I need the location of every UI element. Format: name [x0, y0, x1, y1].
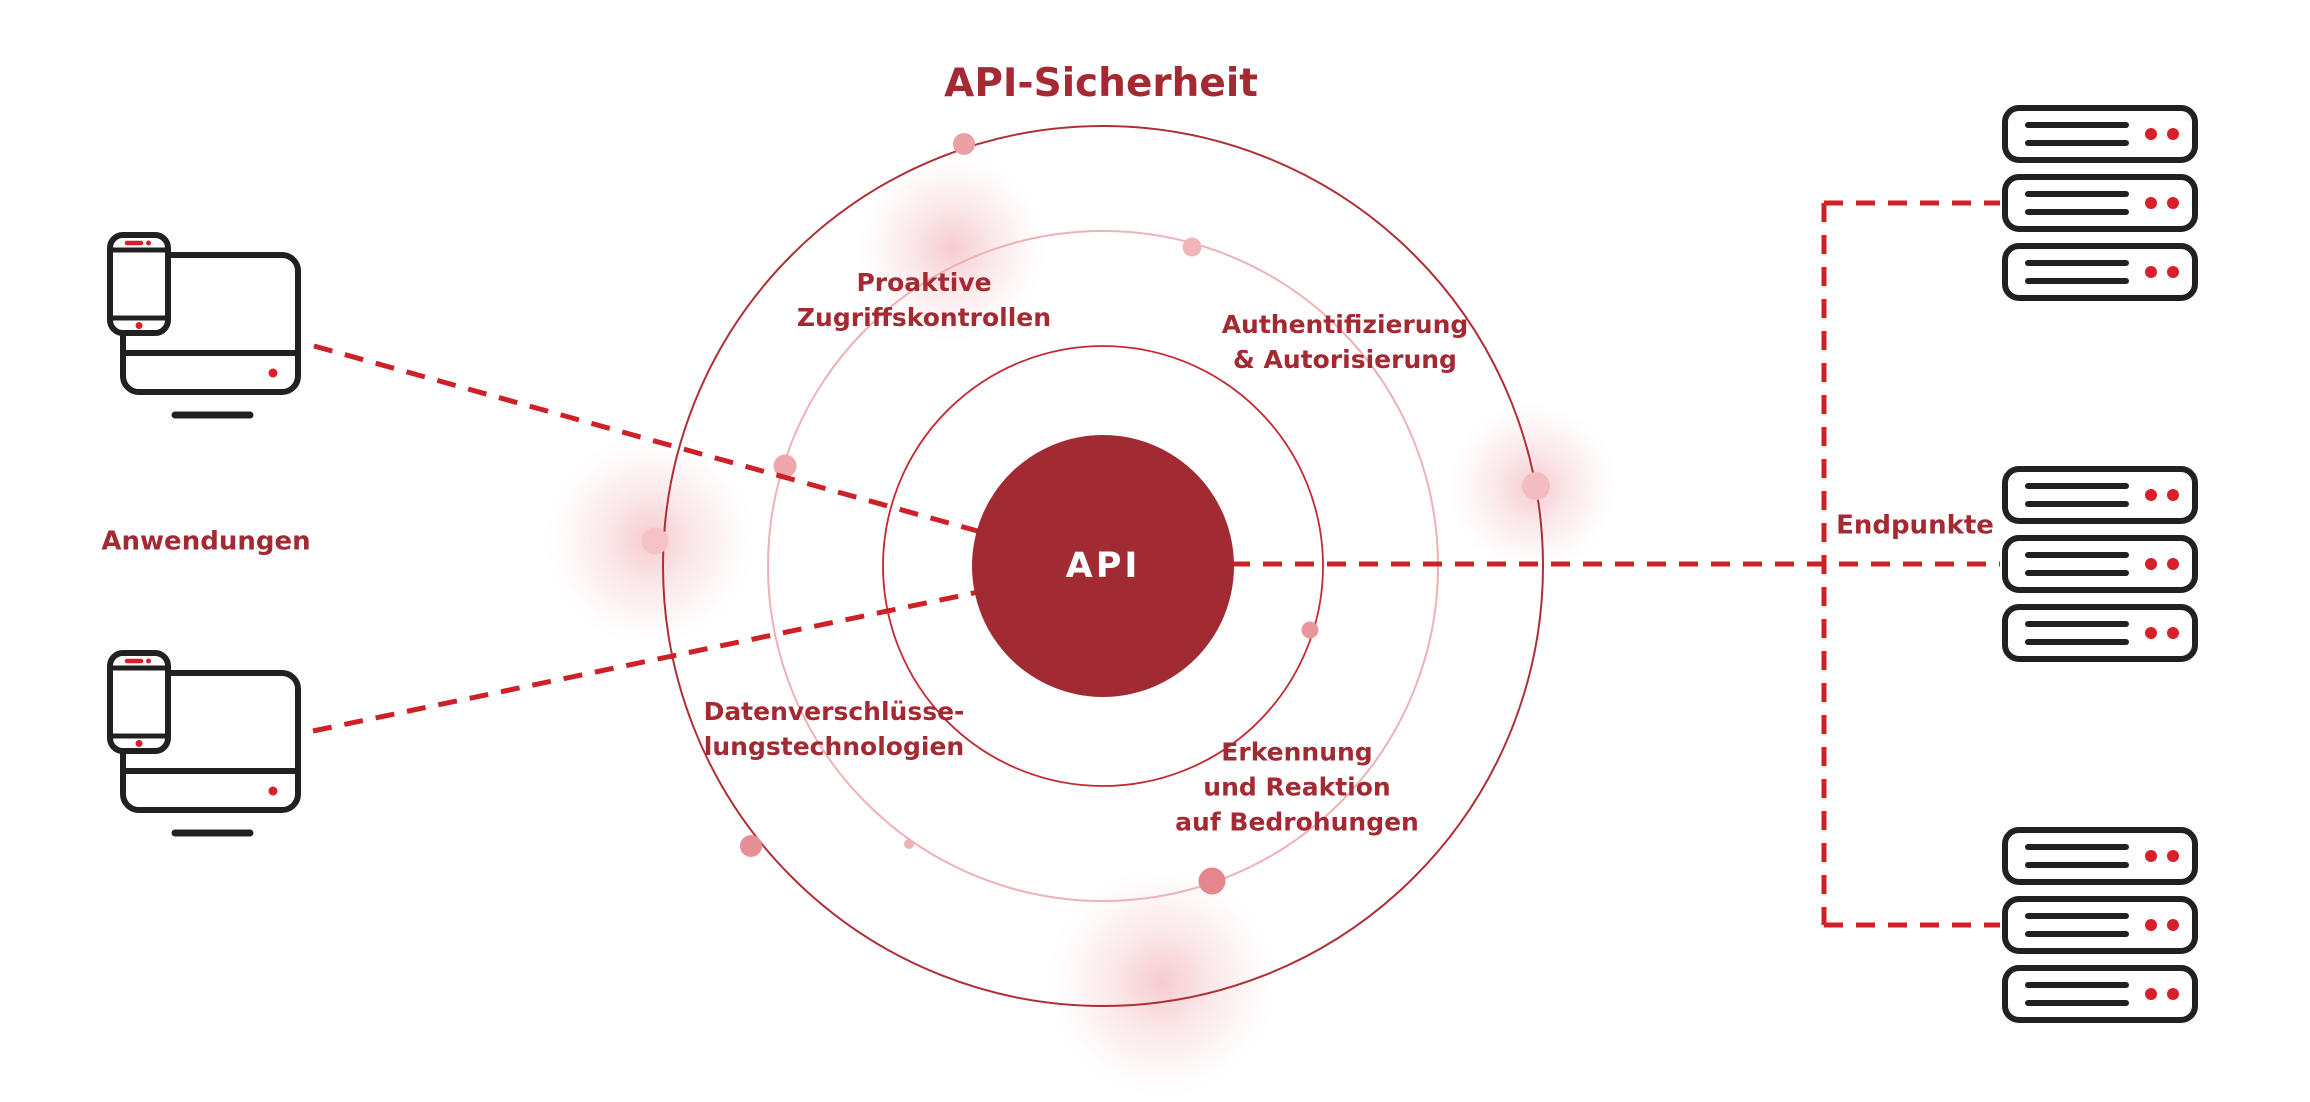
api-circle: [972, 435, 1234, 697]
glow-blob: [1047, 867, 1277, 1097]
ring-outer: [662, 125, 1544, 1007]
ring-dots: [641, 133, 1550, 895]
server-icon: [2005, 899, 2195, 951]
label-endpunkte: Endpunkte: [1836, 510, 1994, 541]
ring-inner: [882, 345, 1324, 787]
ring-dot: [904, 839, 914, 849]
server-icon: [2005, 469, 2195, 521]
server-icon: [2005, 968, 2195, 1020]
server-stack-top: [2005, 108, 2195, 298]
line-app-top-to-api: [313, 343, 1104, 569]
server-stack-bottom: [2005, 830, 2195, 1020]
server-icon: [2005, 177, 2195, 229]
ring-dot: [773, 454, 797, 478]
server-icon: [2005, 607, 2195, 659]
api-label: API: [1065, 546, 1141, 586]
devices-icon-top: [110, 235, 298, 415]
devices-icon-bottom: [110, 653, 298, 833]
line-app-bottom-to-api: [312, 563, 1104, 734]
ring-dot: [1301, 621, 1319, 639]
server-icon: [2005, 246, 2195, 298]
ring-dot: [641, 527, 669, 555]
server-icon: [2005, 830, 2195, 882]
ring-dot: [1522, 472, 1550, 500]
connection-lines: [312, 200, 2000, 928]
server-icon: [2005, 538, 2195, 590]
ring-label-erkennung-reaktion-bedrohungen: Erkennung und Reaktion auf Bedrohungen: [1175, 737, 1419, 837]
ring-dot: [740, 835, 762, 857]
ring-label-datenverschluesselungstechnologien: Datenverschlüsse- lungstechnologien: [703, 697, 965, 761]
ring-label-authentifizierung-autorisierung: Authentifizierung & Autorisierung: [1221, 310, 1469, 374]
ring-dot: [953, 133, 975, 155]
ring-label-proaktive-zugriffskontrollen: Proaktive Zugriffskontrollen: [796, 268, 1052, 332]
label-anwendungen: Anwendungen: [101, 526, 311, 557]
ring-dot: [1182, 237, 1202, 257]
ring-dot: [1198, 867, 1226, 895]
page-title: API-Sicherheit: [944, 61, 1258, 106]
server-icon: [2005, 108, 2195, 160]
server-stack-middle: [2005, 469, 2195, 659]
